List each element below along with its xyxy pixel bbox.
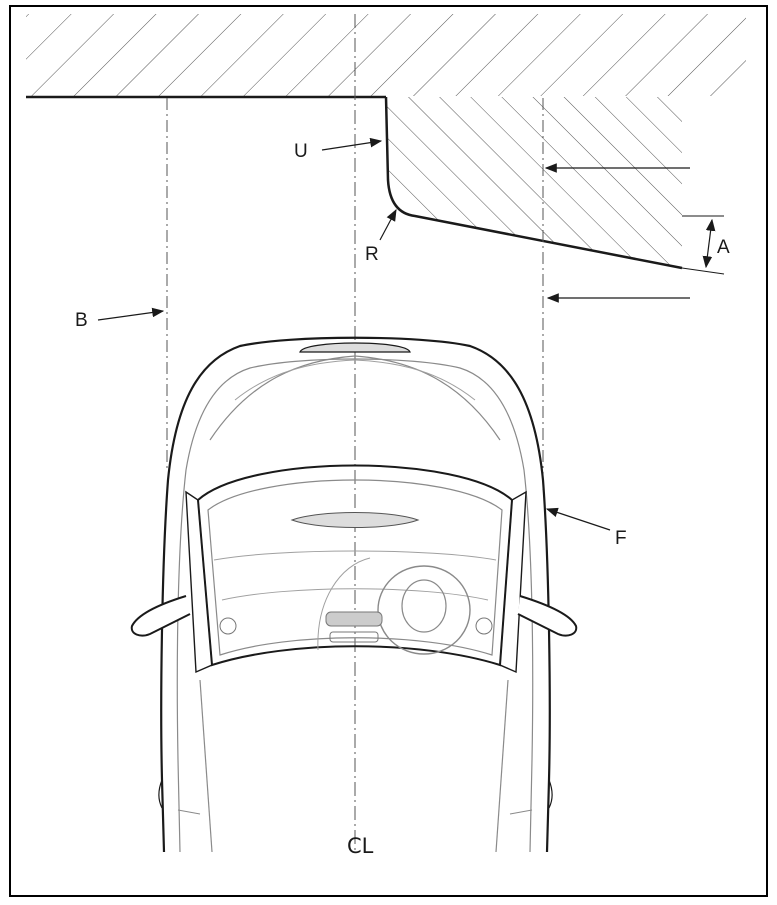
right-mirror bbox=[517, 595, 578, 637]
console-curve bbox=[317, 557, 371, 651]
left-mirror bbox=[130, 595, 191, 637]
outer-frame bbox=[9, 5, 768, 897]
left-a-pillar bbox=[185, 490, 213, 674]
block-edge-line bbox=[384, 96, 683, 270]
hood-line bbox=[209, 355, 501, 441]
dashboard-line-lower bbox=[221, 588, 489, 601]
hood-crease bbox=[234, 359, 476, 401]
label-b: B bbox=[75, 310, 88, 331]
dimension-a-arrow bbox=[702, 218, 716, 269]
right-door-handle bbox=[548, 779, 553, 809]
label-f: F bbox=[615, 528, 627, 549]
left-roof-rail bbox=[199, 679, 213, 853]
leader-f bbox=[545, 507, 611, 531]
right-vent bbox=[475, 617, 493, 635]
radio-panel bbox=[329, 631, 379, 643]
center-vent bbox=[325, 611, 383, 627]
label-centerline: CL bbox=[347, 834, 374, 858]
block-hatching-upper bbox=[386, 97, 682, 216]
front-light-bar bbox=[299, 342, 411, 353]
steering-wheel bbox=[377, 565, 471, 655]
leader-u bbox=[321, 137, 383, 151]
left-vent bbox=[219, 617, 237, 635]
label-r: R bbox=[365, 244, 379, 265]
right-a-pillar bbox=[499, 490, 527, 674]
left-door-line bbox=[177, 809, 201, 815]
right-roof-rail bbox=[495, 679, 509, 853]
windshield-glass bbox=[207, 479, 503, 656]
steering-hub bbox=[401, 579, 447, 633]
car-top-view bbox=[130, 336, 578, 853]
wall-hatching bbox=[26, 14, 746, 96]
dimension-extension-lower bbox=[681, 267, 725, 275]
defrost-vent bbox=[290, 512, 420, 528]
leader-r bbox=[379, 208, 397, 241]
leader-b bbox=[97, 307, 165, 321]
car-body-inner bbox=[176, 358, 534, 853]
label-u: U bbox=[294, 141, 308, 162]
car-body-outline bbox=[160, 336, 551, 853]
left-door-handle bbox=[158, 779, 163, 809]
right-door-line bbox=[509, 809, 533, 815]
dashboard-line bbox=[213, 550, 497, 561]
label-a: A bbox=[717, 237, 730, 258]
